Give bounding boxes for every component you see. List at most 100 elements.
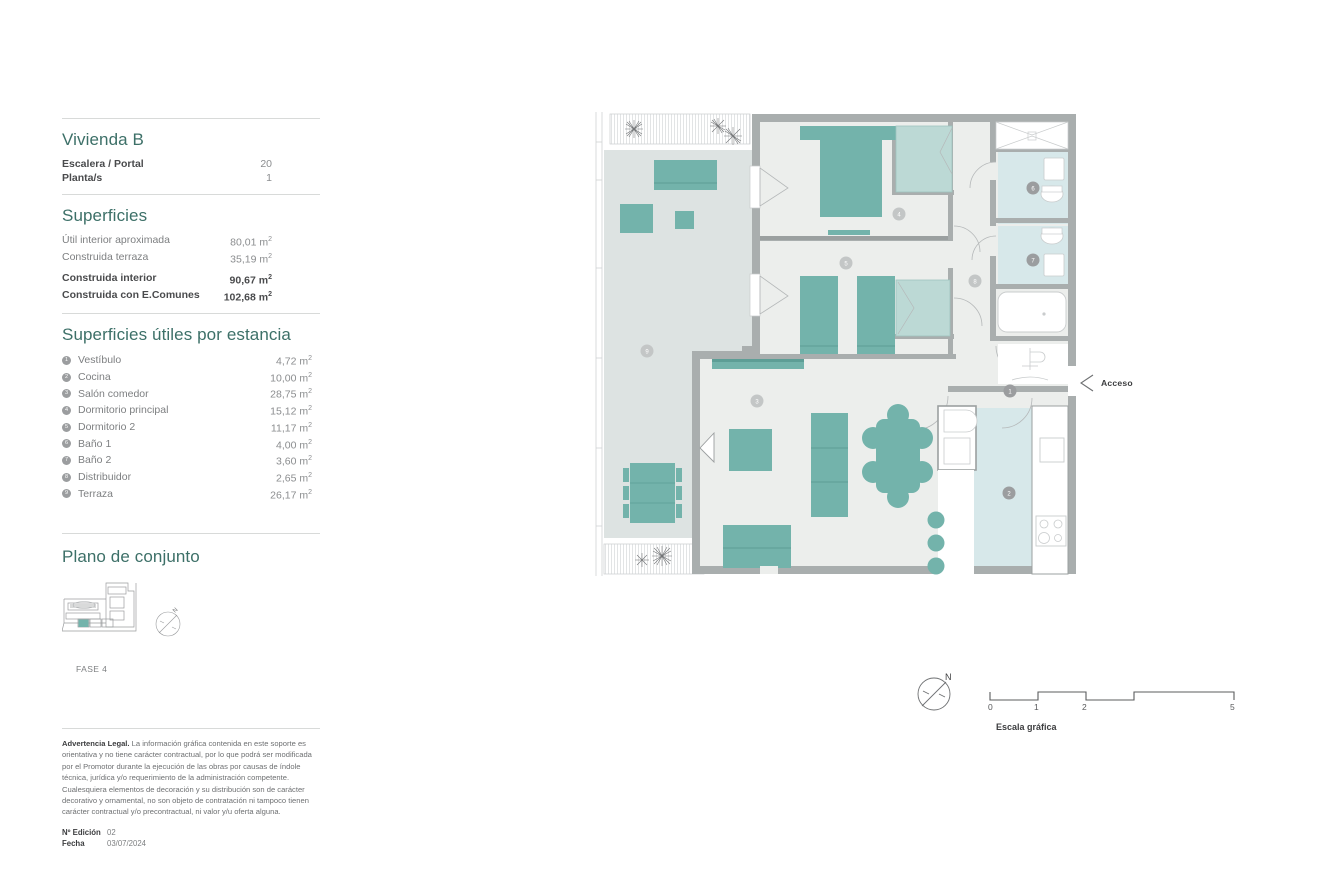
living-terrace-opening [699,431,715,464]
room-schedule-row: 5 Dormitorio 2 11,17 m2 [62,419,320,436]
room-name-label: Dormitorio principal [78,404,169,417]
info-panel: Vivienda B Escalera / Portal 20 Planta/s… [61,118,320,674]
bed5-single-b [857,276,895,354]
scale-caption: Escala gráfica [996,722,1057,732]
room-area-value: 2,65 m2 [275,471,312,485]
room-marker-5-label: 5 [844,262,848,268]
access-triangle-icon [1080,374,1094,392]
living-sofa-2 [723,525,791,568]
room-area-value: 3,60 m2 [275,455,312,468]
kitchen-hob [1035,515,1067,547]
compass-rose: N [912,668,960,721]
room-name-label: Salón comedor [78,387,149,400]
room-marker-3 [750,394,764,408]
bedroom-principal-furniture [800,125,953,217]
room-name-label: Dormitorio 2 [78,421,136,434]
siteplan-drawing: N [61,582,181,637]
surface-row-util-value: 80,01 m2 [230,236,272,249]
room-marker-6-label: 6 [1031,187,1035,193]
surface-row-built-common-label: Construida con E.Comunes [62,288,200,301]
terrace-furniture [620,160,717,523]
outdoor-dining-table [630,463,675,523]
room-marker-6 [1026,181,1040,195]
room-marker-9-label: 9 [645,350,649,356]
unit-field-floor: Planta/s 1 [62,171,320,185]
room-marker-2 [1002,486,1016,500]
unit-field-portal-value: 20 [260,158,272,170]
bar-stool [927,534,945,552]
living-armchair [729,429,772,471]
window-doors [749,165,789,317]
room-schedule-row: 6 Baño 1 4,00 m2 [62,436,320,453]
outdoor-sofa [654,160,717,190]
room-area-value: 28,75 m2 [270,388,312,401]
room-name-label: Baño 1 [78,437,112,450]
surface-row-terrace-value: 35,19 m2 [230,252,272,266]
room-marker-7 [1026,253,1040,267]
room-marker-3-label: 3 [755,400,759,406]
context-lines [595,112,603,576]
bar-stool [927,557,945,575]
dining-table [876,419,920,493]
siteplan-thumbnail: N FASE 4 [61,581,320,674]
room-marker-4 [892,207,906,221]
bed4-console [828,230,870,235]
legal-heading: Advertencia Legal. [62,739,130,748]
surface-row-built-interior: Construida interior 90,67 m2 [62,271,320,288]
divider [62,313,320,314]
room-number-badge: 8 [62,472,71,482]
surface-row-util: Útil interior aproximada 80,01 m2 [62,233,320,250]
room-number-badge: 4 [62,405,71,415]
room-number-badge: 5 [62,422,71,432]
living-sofa [811,413,848,517]
scale-tick-1: 1 [1034,702,1039,712]
legal-edition-label: Nº Edición [62,827,101,837]
room-schedule-row: 4 Dormitorio principal 15,12 m2 [62,402,320,419]
room-area-value: 4,72 m2 [275,355,312,368]
scale-bar-graphic [989,691,1235,701]
outdoor-chairs [623,468,682,518]
unit-field-portal: Escalera / Portal 20 [62,157,320,171]
outdoor-side-table [675,211,694,229]
surface-row-built-interior-label: Construida interior [62,272,157,284]
kitchen-counter-right [1031,405,1069,575]
room-number-badge: 9 [62,489,71,499]
surface-row-terrace: Construida terraza 35,19 m2 [62,250,320,267]
unit-field-portal-label: Escalera / Portal [62,158,144,170]
compass-icon: N [917,672,952,711]
bathtub [997,291,1067,333]
surface-row-terrace-label: Construida terraza [62,250,149,263]
divider [62,118,320,119]
access-label: Acceso [1101,378,1133,388]
surface-row-built-interior-value: 90,67 m2 [229,274,272,287]
bed4-bench [820,204,882,217]
surfaces-title: Superficies [62,206,148,225]
legal-notice: Advertencia Legal. La información gráfic… [62,728,320,850]
room-number-badge: 6 [62,439,71,449]
room-marker-7-label: 7 [1031,259,1035,265]
room-area-value: 15,12 m2 [270,405,312,418]
scale-tick-2: 2 [1082,702,1087,712]
page-title: Vivienda B [62,130,144,149]
scale-tick-0: 0 [988,702,993,712]
bath2-sink [1043,253,1065,277]
compass-north-label: N [945,672,952,682]
bedroom-2-furniture [800,276,951,354]
room-marker-9 [640,344,654,358]
bath1-fixtures [995,121,1069,203]
surface-row-built-common-value: 102,68 m2 [223,290,272,304]
room-area-value: 4,00 m2 [275,438,312,452]
bath1-sink [1043,157,1065,181]
room-name-label: Distribuidor [78,471,132,484]
room-area-value: 11,17 m2 [270,421,312,435]
siteplan-north-letter: N [172,607,179,614]
legal-edition-row: Nº Edición 02 [62,827,320,839]
surface-row-util-label: Útil interior aproximada [62,234,170,246]
rooms-title: Superficies útiles por estancia [62,325,291,344]
room-name-label: Vestíbulo [78,354,122,367]
unit-field-floor-value: 1 [266,172,272,184]
